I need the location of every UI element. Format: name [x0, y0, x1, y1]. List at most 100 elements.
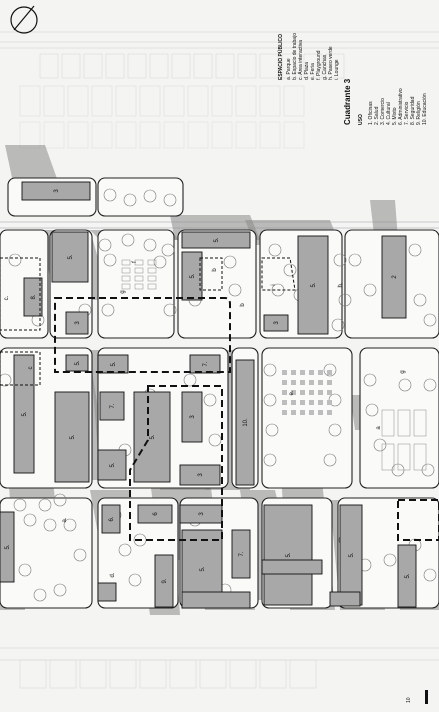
building-label: 5.	[68, 254, 74, 259]
building-22: 6	[137, 504, 173, 524]
space-label-a: a	[376, 426, 382, 430]
espacio-item: a. Parque	[286, 58, 292, 80]
building-label: 3	[274, 321, 280, 325]
building-label: 7.	[203, 361, 209, 366]
building-label: 5.	[286, 552, 292, 557]
building-30: 5.	[0, 511, 15, 583]
building-5: 8.	[23, 277, 43, 317]
building-18: 5.	[133, 391, 171, 483]
map-title: Cuadrante 3	[343, 78, 352, 125]
espacio-item: g. Canchas	[322, 54, 328, 80]
uso-item: 9. Religión	[416, 101, 422, 125]
building-label: 8.	[31, 294, 37, 299]
building-label: 5.	[349, 552, 355, 557]
building-label: 3	[75, 321, 81, 325]
building-label: 6	[153, 512, 159, 516]
space-label-b: b	[212, 268, 218, 272]
space-label-g: g	[120, 290, 126, 293]
building-29: 5.	[397, 544, 417, 608]
building-label: 3	[198, 473, 204, 477]
building-24: 9.	[154, 554, 174, 608]
building-label: 3	[199, 512, 205, 516]
space-label-f: f	[132, 261, 138, 263]
space-labels: b c. h. g f b i c e. g a a. d.	[4, 261, 406, 578]
building-17: 10.	[235, 359, 255, 486]
svg-text:10: 10	[406, 697, 412, 703]
uso-item: 2. Salud	[374, 106, 380, 125]
building-4: 2	[381, 235, 407, 319]
space-label-i: i	[271, 284, 277, 285]
space-label-h: h.	[338, 282, 344, 287]
building-20: 5.	[97, 449, 127, 481]
north-arrow-icon	[10, 5, 38, 34]
building-11: 5.	[65, 354, 89, 372]
building-label: 2	[392, 275, 398, 279]
uso-item: 8. Seguridad	[410, 96, 416, 125]
space-label-a: a.	[62, 517, 68, 522]
espacio-item: h. Paseo verde	[328, 46, 334, 80]
building-23: 3	[179, 504, 223, 524]
building-10: 5.	[13, 354, 35, 474]
building-8: 3	[263, 314, 289, 332]
building-label: 10.	[243, 418, 249, 427]
building-1: 3	[21, 181, 91, 201]
building-label: 5.	[110, 462, 116, 467]
espacio-item: c. Área interactiva	[297, 40, 304, 80]
building-13: 5.	[97, 354, 129, 374]
building-label: 7.	[110, 403, 116, 408]
building-label: 9.	[162, 578, 168, 583]
building-label: 5.	[311, 282, 317, 287]
espacio-item: e. Feria	[310, 63, 316, 80]
espacio-item: b. Espacio de trabajo	[292, 33, 298, 80]
space-label-c: c	[28, 367, 34, 370]
espacio-item: i. Lounge	[334, 59, 340, 80]
space-label-e: e.	[289, 390, 295, 395]
building-label: 3	[54, 189, 60, 193]
space-label-d: d.	[110, 572, 116, 577]
building-28: 5.	[339, 504, 363, 606]
building-label: 5.	[405, 573, 411, 578]
space-label-b: b	[240, 303, 246, 307]
building-label: 5.	[200, 566, 206, 571]
building-label: 5.	[22, 411, 28, 416]
uso-item: 6. Administrativo	[398, 88, 404, 125]
building-12: 7.	[189, 354, 221, 374]
feria-stalls	[121, 259, 427, 471]
space-label-g: g	[400, 370, 406, 373]
uso-item: 3. Comercio	[380, 98, 386, 125]
buildings-layer: 3 5. 5. 2 8. 3 5. 3 5. 5. 5. 7. 5. 7. 5. 3 10. 5. 3 5. 6. 6 3 9…	[0, 181, 417, 609]
building-3: 5.	[181, 231, 251, 249]
uso-item: 5. Mixto	[392, 107, 398, 125]
building-label: 6.	[109, 516, 115, 521]
building-label: 5.	[111, 361, 117, 366]
legend-espacio-heading: ESPACIO PÚBLICO	[277, 34, 284, 80]
building-7: 5.	[181, 251, 203, 301]
building-label: 3	[190, 415, 196, 419]
espacio-item: f. Playground	[316, 50, 322, 80]
uso-item: 1. Oficinas	[368, 101, 374, 125]
building-label: 5.	[5, 544, 11, 549]
building-2: 5.	[51, 231, 89, 283]
building-25: 7.	[231, 529, 251, 579]
dashed-zones	[0, 257, 439, 541]
building-6: 3	[65, 311, 89, 335]
uso-item: 7. Servicio	[404, 101, 410, 125]
building-21: 6.	[101, 504, 121, 534]
uso-item: 4. Cultural	[386, 102, 392, 125]
page-number: 10	[406, 690, 428, 704]
espacio-item: d. Plaza	[304, 62, 310, 80]
building-label: 5.	[150, 434, 156, 439]
space-label-c: c.	[4, 295, 10, 300]
building-label: 5.	[70, 434, 76, 439]
building-label: 5.	[75, 360, 81, 365]
building-label: 5.	[214, 237, 220, 242]
building-9: 5.	[297, 235, 329, 335]
legend-uso-heading: USO	[358, 114, 364, 125]
building-19: 3	[179, 464, 221, 486]
building-15: 5.	[54, 391, 90, 483]
uso-item: 10. Educación	[422, 93, 428, 125]
